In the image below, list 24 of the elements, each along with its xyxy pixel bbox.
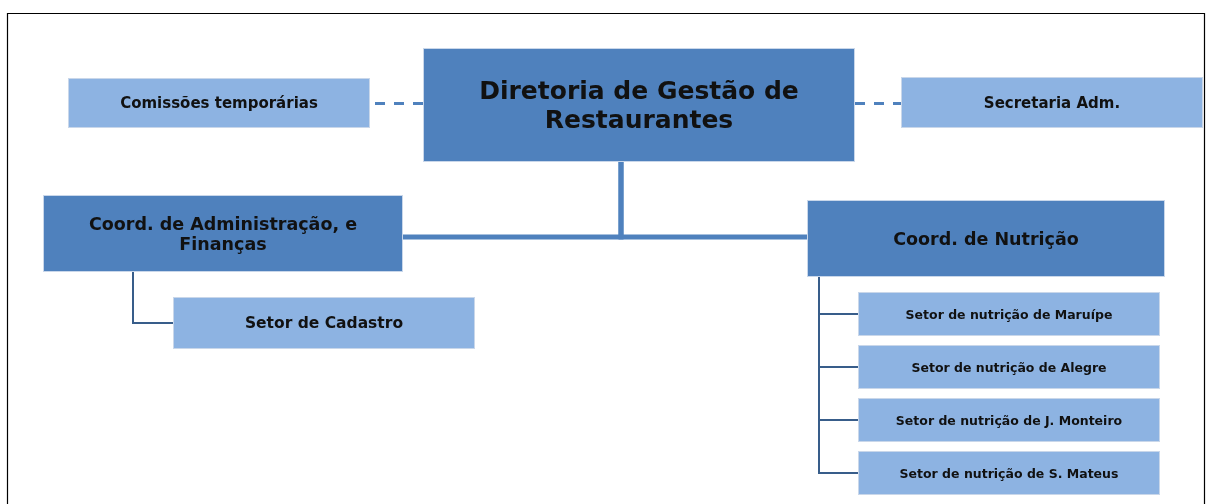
box-label: Secretaria Adm. [983, 93, 1121, 112]
title-box [423, 48, 855, 162]
box-label: Coord. de Nutrição [893, 228, 1079, 249]
connector-line [618, 162, 807, 240]
org-box [68, 78, 370, 128]
box-label: Comissões temporárias [120, 94, 318, 112]
box-label: Setor de nutrição de Alegre [911, 359, 1107, 375]
org-box [858, 345, 1160, 389]
dashed-connector [855, 102, 901, 105]
org-box [901, 77, 1203, 128]
org-box [43, 195, 403, 272]
box-label: Setor de nutrição de S. Mateus [899, 465, 1119, 481]
org-box [807, 200, 1165, 277]
box-label: Setor de Cadastro [244, 314, 404, 332]
box-label: Coord. de Administração, e Finanças [87, 213, 359, 254]
connector-line [132, 271, 174, 324]
connector-line [818, 276, 859, 474]
box-label: Setor de nutrição de J. Monteiro [895, 412, 1123, 428]
org-box [858, 451, 1160, 495]
org-box [858, 292, 1160, 336]
box-label: Setor de nutrição de Maruípe [905, 306, 1113, 322]
org-box [858, 398, 1160, 442]
org-box [173, 297, 475, 349]
box-label: Diretoria de Gestão de Restaurantes [478, 76, 800, 134]
